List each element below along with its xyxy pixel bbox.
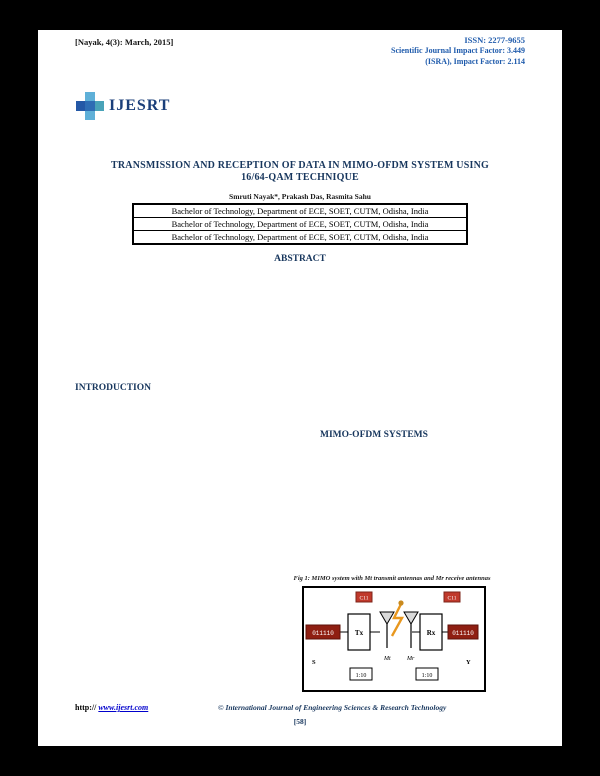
logo-center-square — [85, 101, 95, 111]
journal-website-link[interactable]: www.ijesrt.com — [98, 703, 149, 712]
mimo-system-figure: 011110 Tx C11 C11 — [302, 586, 486, 692]
tx-antenna-icon — [379, 611, 395, 625]
output-bits-label: 011110 — [452, 630, 474, 637]
mt-antennas-label: Mt — [383, 656, 391, 662]
channel-lightning-icon — [390, 603, 405, 637]
rx-rate-label: 1:10 — [422, 673, 433, 679]
footer-url: http:// www.ijesrt.com — [75, 703, 148, 712]
rx-label: Rx — [427, 629, 436, 637]
header-journal-info: ISSN: 2277-9655 Scientific Journal Impac… — [391, 35, 525, 67]
channel-spark-icon — [398, 600, 404, 606]
impact-factor-line-1: Scientific Journal Impact Factor: 3.449 — [391, 46, 525, 55]
rx-rate-box — [415, 667, 439, 681]
figure-caption: Fig 1: MIMO system with Mt transmit ante… — [293, 575, 491, 582]
issn-line: ISSN: 2277-9655 — [464, 35, 525, 45]
header-citation: [Nayak, 4(3): March, 2015] — [75, 37, 174, 47]
tx-channel-label: C11 — [360, 596, 369, 602]
s-signal-label: S — [312, 659, 316, 666]
tx-block — [347, 613, 371, 651]
rx-channel-label: C11 — [448, 596, 457, 602]
plus-logo-icon — [75, 91, 105, 121]
journal-name: IJESRT — [109, 97, 171, 114]
tx-rate-label: 1:10 — [356, 673, 367, 679]
rx-channel-box — [443, 591, 461, 603]
paper-title: TRANSMISSION AND RECEPTION OF DATA IN MI… — [38, 160, 562, 184]
rx-antenna-icon — [403, 611, 419, 625]
logo-left-square — [76, 101, 85, 111]
affiliation-row: Bachelor of Technology, Department of EC… — [171, 232, 429, 242]
tx-rate-box — [349, 667, 373, 681]
paper-title-line-1: TRANSMISSION AND RECEPTION OF DATA IN MI… — [111, 160, 489, 171]
y-signal-label: Y — [466, 659, 471, 666]
input-bits-label: 011110 — [312, 630, 334, 637]
affiliation-row: Bachelor of Technology, Department of EC… — [134, 205, 466, 218]
footer-copyright: © International Journal of Engineering S… — [218, 703, 447, 712]
mimo-diagram: 011110 Tx C11 C11 — [305, 591, 479, 681]
mimo-ofdm-section-heading: MIMO-OFDM SYSTEMS — [320, 430, 428, 440]
paper-title-line-2: 16/64-QAM TECHNIQUE — [241, 172, 359, 183]
url-prefix: http:// — [75, 703, 99, 712]
paper-page: [Nayak, 4(3): March, 2015] ISSN: 2277-96… — [38, 30, 562, 746]
affiliation-box: Bachelor of Technology, Department of EC… — [132, 203, 468, 245]
affiliation-row: Bachelor of Technology, Department of EC… — [134, 218, 466, 231]
input-bits-box — [305, 624, 341, 640]
mr-antennas-label: Mr — [406, 656, 415, 662]
impact-factor-line-2: (ISRA), Impact Factor: 2.114 — [425, 56, 525, 66]
abstract-heading: ABSTRACT — [274, 254, 326, 264]
output-bits-box — [447, 624, 479, 640]
rx-block — [419, 613, 443, 651]
page-number: [58] — [293, 717, 307, 726]
journal-logo: IJESRT — [75, 88, 170, 124]
introduction-heading: INTRODUCTION — [75, 383, 152, 393]
tx-label: Tx — [355, 629, 364, 637]
tx-channel-box — [355, 591, 373, 603]
authors-line: Smruti Nayak*, Prakash Das, Rasmita Sahu — [229, 192, 371, 201]
